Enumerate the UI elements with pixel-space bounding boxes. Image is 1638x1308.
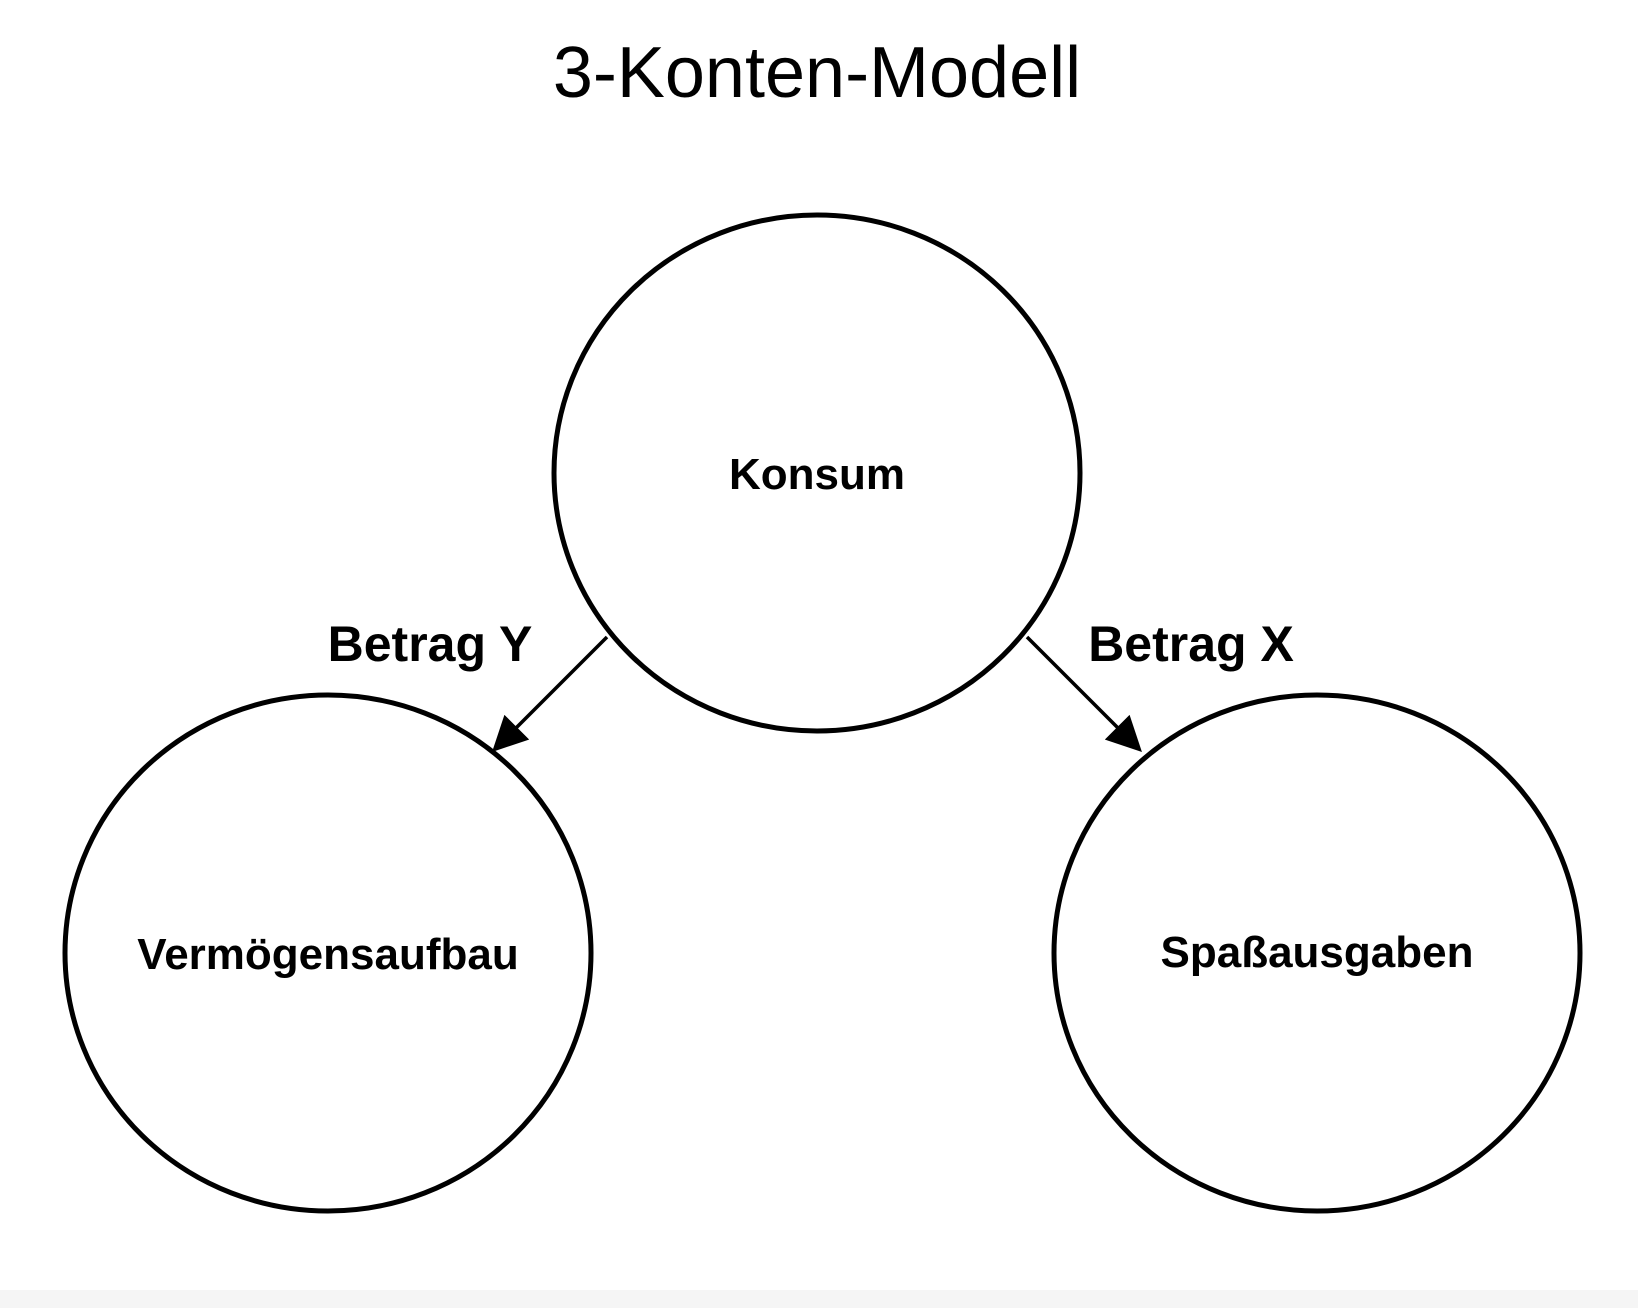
bottom-band — [0, 1290, 1638, 1308]
node-vermoegen-label: Vermögensaufbau — [137, 930, 518, 979]
node-konsum-circle — [551, 212, 1083, 734]
node-spass-circle — [1051, 692, 1583, 1214]
edge-konsum-spass: Betrag X — [1025, 616, 1294, 752]
edge-konsum-spass-label: Betrag X — [1088, 616, 1294, 672]
edge-konsum-vermoegen-arrow — [492, 635, 609, 752]
node-konsum-label: Konsum — [729, 450, 905, 499]
diagram-title: 3-Konten-Modell — [553, 33, 1081, 113]
edge-konsum-vermoegen: Betrag Y — [328, 616, 609, 752]
node-konsum: Konsum — [551, 212, 1083, 734]
edge-konsum-vermoegen-label: Betrag Y — [328, 616, 533, 672]
node-vermoegen-circle — [62, 692, 594, 1214]
node-spass: Spaßausgaben — [1051, 692, 1583, 1214]
node-vermoegen: Vermögensaufbau — [62, 692, 594, 1214]
node-spass-label: Spaßausgaben — [1161, 928, 1474, 977]
edge-konsum-spass-arrow — [1025, 635, 1142, 752]
